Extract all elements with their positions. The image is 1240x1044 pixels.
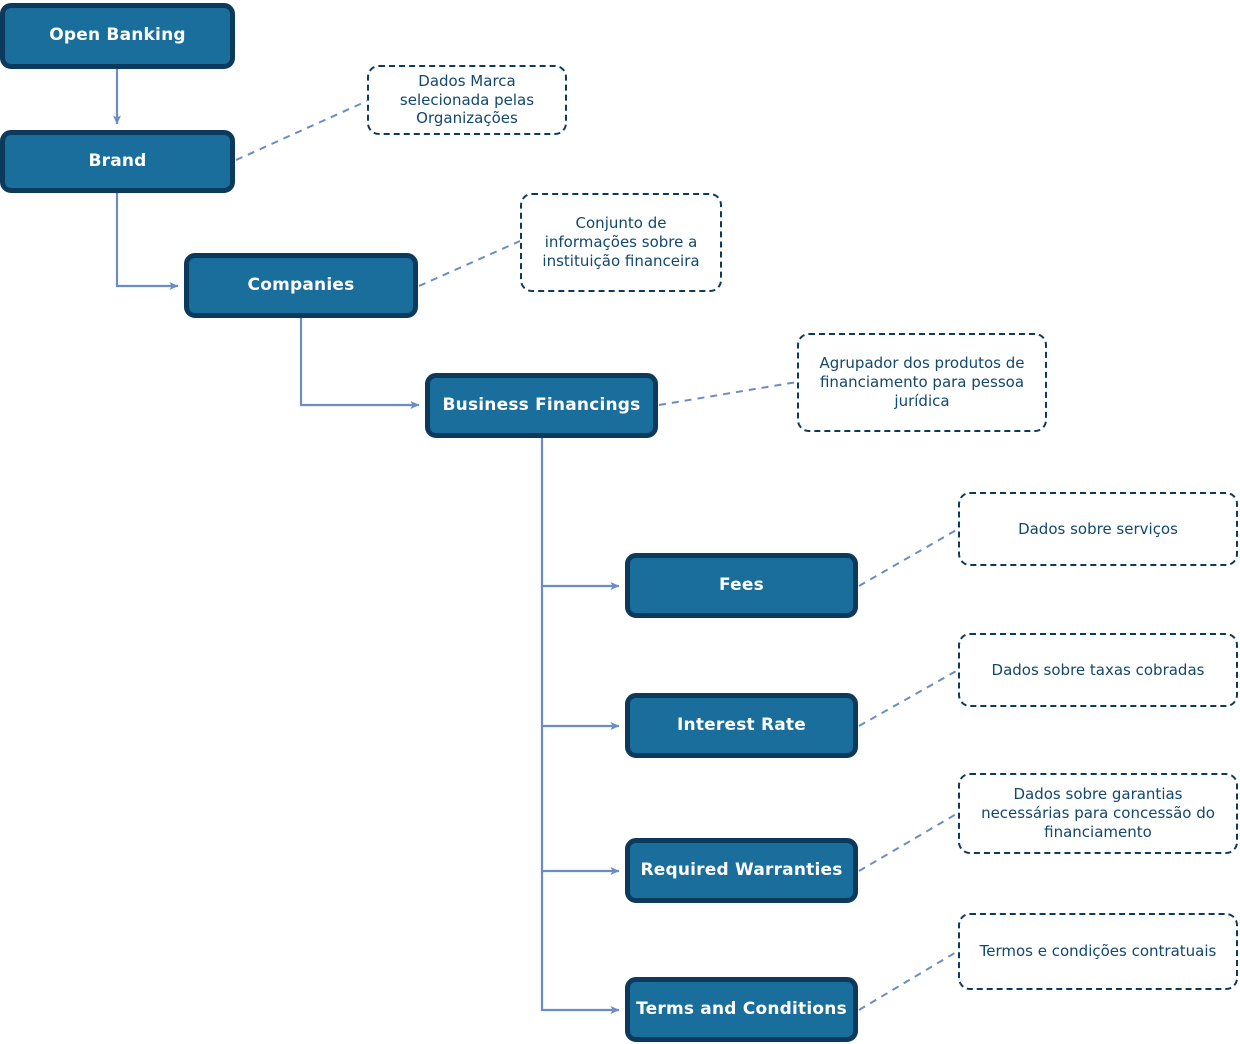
callout-brand-note: Dados Marca selecionada pelas Organizaçõ… (367, 65, 567, 135)
callout-text: Dados Marca selecionada pelas Organizaçõ… (399, 71, 535, 128)
callout-text: Dados sobre taxas cobradas (991, 660, 1205, 679)
node-interest-rate[interactable]: Interest Rate (625, 693, 858, 758)
callout-fees-note: Dados sobre serviços (958, 492, 1238, 566)
leader-business-financings-note (658, 381, 798, 406)
callout-text: Dados sobre serviços (1018, 519, 1178, 538)
node-label: Brand (88, 150, 147, 171)
node-terms-and-conditions[interactable]: Terms and Conditions (625, 977, 858, 1042)
edge-business-financings-to-required-warranties (540, 726, 620, 875)
edge-business-financings-to-fees (540, 438, 620, 590)
node-required-warranties[interactable]: Required Warranties (625, 838, 858, 903)
leader-interest-rate-note (858, 669, 959, 727)
node-label: Fees (719, 574, 764, 595)
callout-text: Agrupador dos produtos de financiamento … (819, 354, 1025, 410)
leader-brand-note (235, 100, 368, 161)
callout-text: Conjunto de informações sobre a institui… (542, 214, 700, 270)
callout-text: Termos e condições contratuais (979, 942, 1217, 961)
callout-business-financings-note: Agrupador dos produtos de financiamento … (797, 333, 1047, 432)
node-open-banking[interactable]: Open Banking (0, 3, 235, 69)
edge-business-financings-to-terms-and-conditions (540, 871, 620, 1014)
node-label: Terms and Conditions (636, 998, 847, 1019)
node-label: Open Banking (49, 25, 186, 46)
node-label: Business Financings (442, 394, 641, 415)
edge-companies-to-business-financings (299, 318, 420, 409)
callout-terms-note: Termos e condições contratuais (958, 913, 1238, 990)
node-label: Companies (247, 274, 355, 295)
callout-text: Dados sobre garantias necessárias para c… (981, 785, 1215, 841)
callout-required-warranties-note: Dados sobre garantias necessárias para c… (958, 773, 1238, 854)
edge-business-financings-to-interest-rate (540, 586, 620, 730)
leader-companies-note (418, 240, 521, 287)
callout-interest-rate-note: Dados sobre taxas cobradas (958, 633, 1238, 707)
node-label: Interest Rate (677, 714, 806, 735)
node-label: Required Warranties (640, 859, 843, 880)
leader-required-warranties-note (858, 812, 959, 872)
leader-terms-note (858, 950, 959, 1011)
node-brand[interactable]: Brand (0, 130, 235, 193)
leader-fees-note (858, 528, 959, 587)
edge-brand-to-companies (115, 193, 179, 290)
node-business-financings[interactable]: Business Financings (425, 373, 658, 438)
node-fees[interactable]: Fees (625, 553, 858, 618)
node-companies[interactable]: Companies (184, 253, 418, 318)
callout-companies-note: Conjunto de informações sobre a institui… (520, 193, 722, 292)
